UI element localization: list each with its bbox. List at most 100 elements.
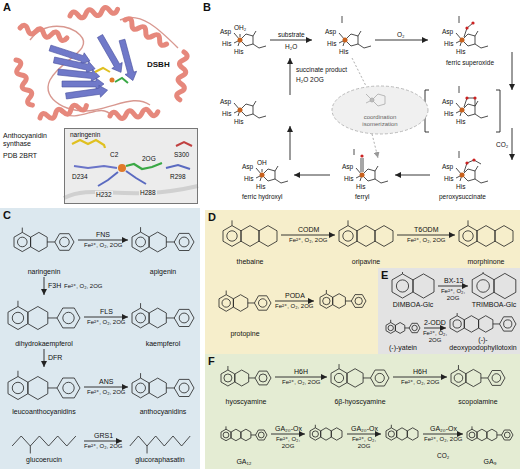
iron-site (234, 31, 266, 48)
bond (315, 425, 316, 428)
cycle-arrow (512, 52, 513, 90)
oxygen (465, 26, 468, 29)
ring (386, 428, 397, 440)
superoxo (464, 23, 473, 37)
enzyme-label: 2-ODD (424, 319, 446, 327)
ring (409, 323, 420, 332)
aromatic-ring (469, 432, 475, 438)
bond (225, 426, 226, 429)
bond (226, 291, 227, 295)
helix (70, 6, 119, 20)
bond (48, 387, 57, 388)
ring (256, 430, 268, 440)
aromatic-ring (259, 374, 267, 382)
oxygen (465, 161, 468, 164)
iron (460, 173, 465, 178)
enzyme-label: GA₂₀-Ox (351, 425, 378, 433)
reaction-arrow (424, 328, 446, 329)
aromatic-ring (492, 374, 501, 383)
compound: naringenin (12, 216, 76, 276)
compound-name: scopolamine (449, 398, 507, 406)
cofactor-label: Fe²⁺, O₂, 2OG (84, 242, 123, 249)
panel-letter: B (203, 1, 211, 14)
bond (227, 366, 228, 370)
panel-ground (205, 354, 520, 469)
cofactor-label: Fe²⁺, O₂, 2OG (401, 379, 440, 386)
ligand-label: His (444, 40, 453, 47)
ligand-label: His (327, 40, 336, 47)
ring (397, 428, 408, 440)
bond (339, 364, 340, 369)
structure-sketch (470, 271, 518, 301)
compound-name: morphinone (457, 258, 515, 266)
cycle-arrow (512, 128, 513, 160)
chemical-structure (219, 291, 271, 312)
aromatic-ring (463, 231, 473, 241)
compound: hyoscyamine (219, 358, 273, 406)
ligand-label: His (344, 175, 353, 182)
ring (392, 274, 413, 298)
structure-sketch (130, 216, 196, 268)
compound: protopine (217, 276, 273, 338)
compound: scopolamine (449, 358, 507, 406)
chemical-structure (132, 303, 194, 328)
bracket (425, 90, 500, 132)
ring (31, 232, 48, 251)
reaction-arrow (44, 349, 45, 367)
residue-stick (74, 166, 117, 168)
compound-name: oripavine (337, 258, 395, 266)
ring (371, 370, 390, 386)
bond (390, 320, 391, 323)
aromatic-ring (388, 431, 394, 437)
chemical-structure (8, 301, 80, 330)
chemical-structure (386, 320, 420, 334)
reaction-arrow (271, 434, 305, 435)
iron-site (456, 16, 488, 48)
strand (116, 38, 138, 82)
compound-name: naringenin (12, 268, 76, 276)
chemical-structure (331, 364, 389, 387)
residue-stick (176, 142, 192, 146)
aromatic-ring (12, 312, 23, 323)
ring (450, 316, 464, 333)
aromatic-ring (312, 431, 318, 437)
ring (132, 308, 149, 328)
panel-ground (205, 210, 520, 354)
cycle-arrow (290, 58, 291, 95)
ligand (95, 68, 110, 72)
enzyme-label: GA₂₀-Ox (275, 425, 302, 433)
residue-label: R298 (169, 173, 187, 180)
compound: GA₁₂ (219, 412, 269, 466)
ring (149, 308, 166, 328)
ring (321, 428, 332, 440)
bond (326, 290, 327, 294)
active-site-inset (64, 128, 198, 204)
bond (345, 301, 351, 302)
ring (241, 429, 251, 441)
ligand-label: Asp (442, 163, 453, 170)
ring (339, 226, 357, 247)
aromatic-ring (224, 374, 232, 382)
reaction-arrow (84, 387, 128, 388)
protein-ribbon (13, 6, 188, 122)
ring (235, 370, 249, 386)
ring (28, 377, 48, 400)
ring (466, 369, 481, 386)
oxygen (360, 154, 363, 157)
ligand-label: His (244, 175, 253, 182)
iron (110, 78, 115, 83)
cycle-arrow (395, 175, 430, 176)
iron (238, 108, 243, 113)
panel-letter: F (208, 355, 215, 368)
ring (395, 323, 404, 334)
structure-sketch (130, 368, 196, 408)
helix (19, 25, 67, 42)
ring (233, 295, 247, 312)
iron-site (339, 16, 371, 48)
ring (149, 232, 166, 252)
residue-label: 2OG (141, 155, 157, 162)
step-label: H₂O 2OG (296, 76, 324, 83)
cofactor-label: Fe²⁺, O₂, 2OG (269, 436, 307, 450)
structure-sketch (457, 214, 515, 258)
ring (487, 429, 497, 441)
